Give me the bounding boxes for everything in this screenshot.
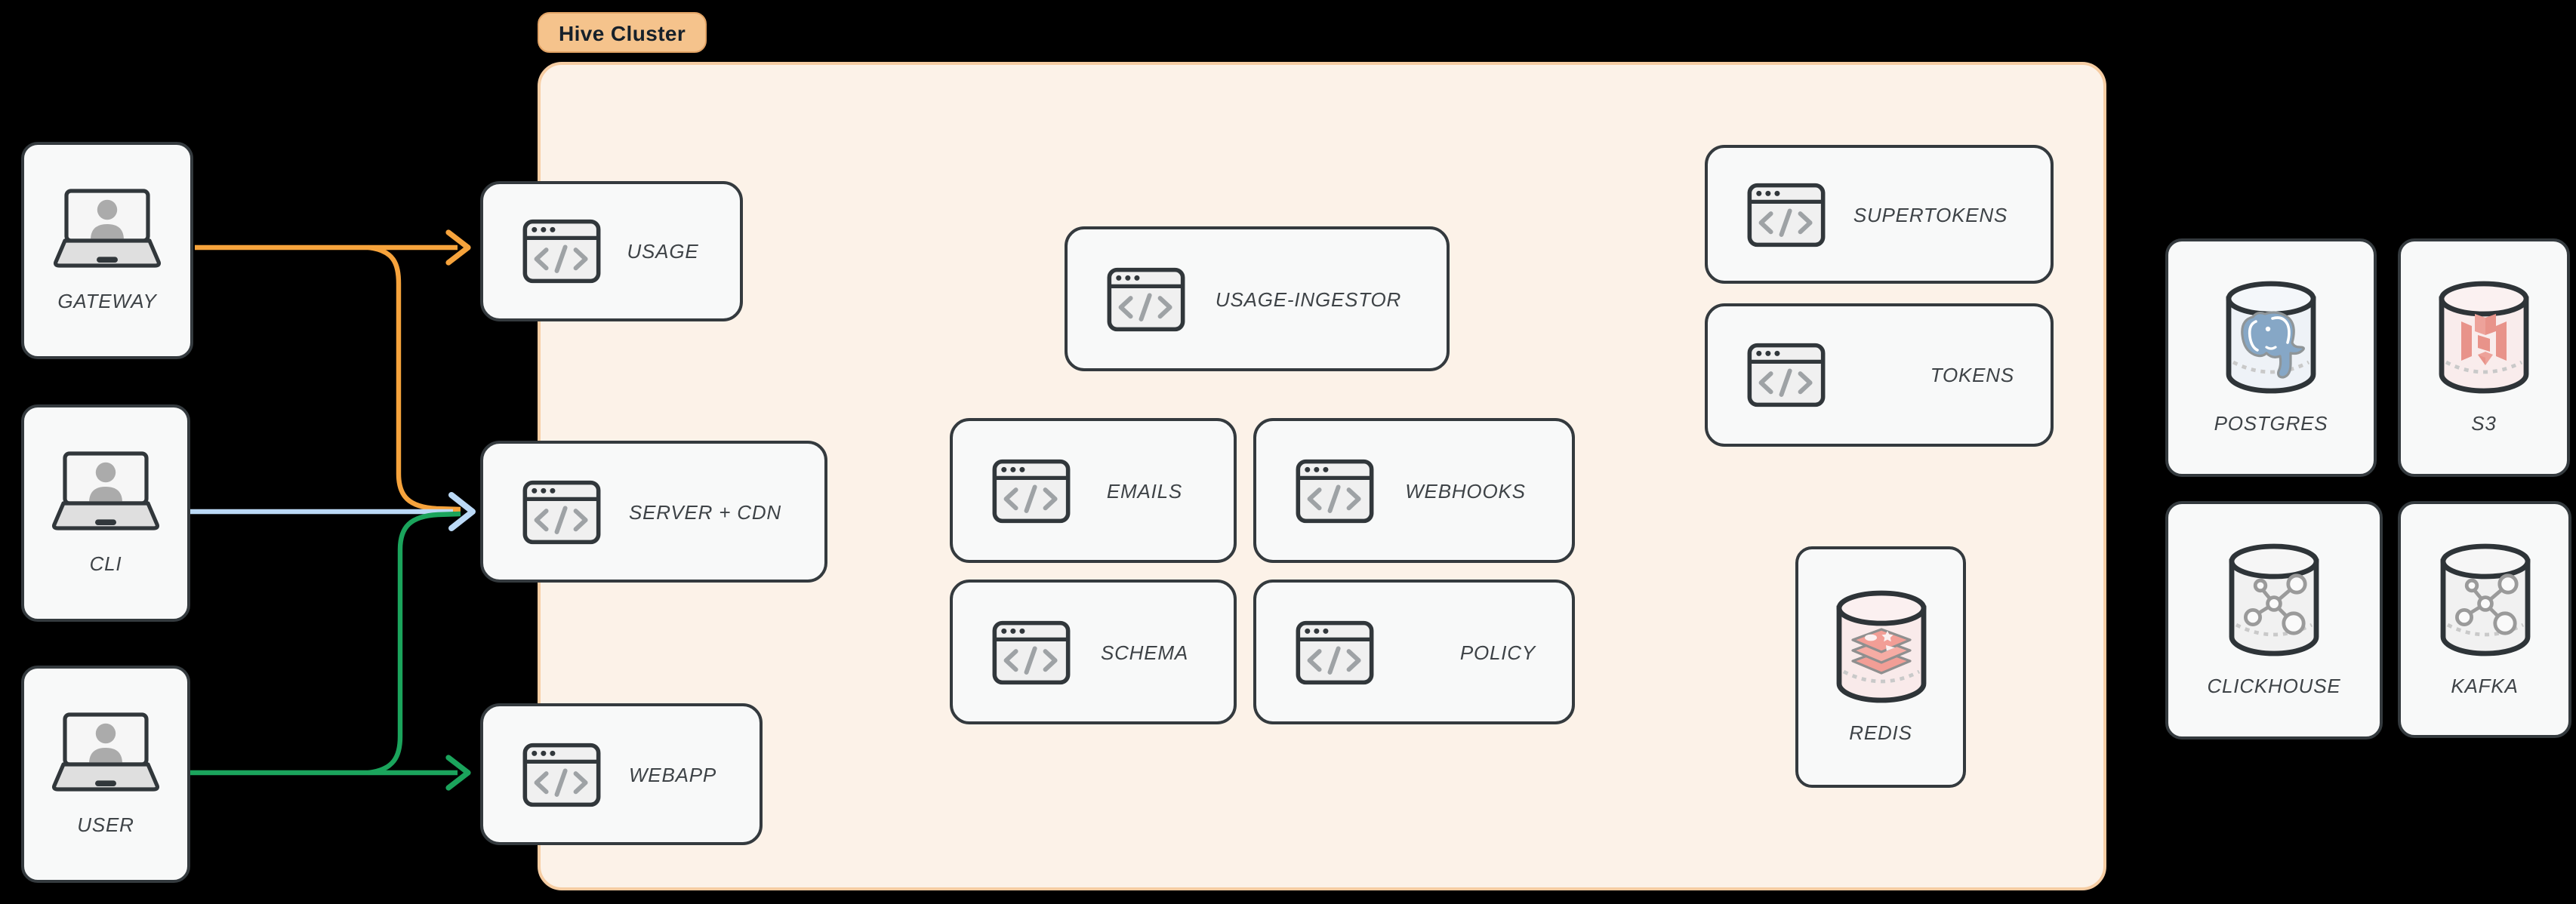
node-policy-label: POLICY — [1459, 641, 1536, 663]
node-usage: USAGE — [480, 181, 743, 321]
hive-cluster-badge: Hive Cluster — [538, 12, 707, 53]
code-window-icon — [1296, 458, 1374, 523]
node-usage-label: USAGE — [627, 240, 699, 263]
node-schema: SCHEMA — [950, 580, 1237, 724]
edge-gateway-to-server — [368, 244, 461, 512]
node-server-cdn-label: SERVER + CDN — [628, 500, 781, 523]
node-redis-label: REDIS — [1849, 721, 1912, 744]
code-window-icon — [1296, 620, 1374, 684]
node-postgres-label: POSTGRES — [2214, 412, 2328, 435]
laptop-user-icon — [48, 451, 163, 533]
node-redis: REDIS — [1795, 546, 1966, 788]
code-window-icon — [522, 219, 601, 284]
node-webapp: WEBAPP — [480, 703, 763, 845]
code-window-icon — [522, 742, 601, 807]
edge-user-to-server — [368, 511, 461, 776]
node-tokens-label: TOKENS — [1930, 364, 2014, 386]
redis-logo-marks — [1864, 631, 1894, 651]
node-policy: POLICY — [1253, 580, 1575, 724]
node-cli: CLI — [21, 404, 190, 622]
edge-arrowhead-usage — [445, 229, 471, 266]
code-window-icon — [992, 458, 1071, 523]
redis-logo — [1850, 628, 1911, 675]
s3-logo — [2461, 314, 2507, 365]
node-usage-ingestor-label: USAGE-INGESTOR — [1215, 287, 1402, 310]
node-supertokens: SUPERTOKENS — [1705, 145, 2054, 284]
node-supertokens-label: SUPERTOKENS — [1853, 203, 2008, 226]
edge-arrowhead-webapp — [445, 755, 471, 791]
node-emails: EMAILS — [950, 418, 1237, 563]
node-server-cdn: SERVER + CDN — [480, 441, 827, 583]
node-webhooks: WEBHOOKS — [1253, 418, 1575, 563]
node-tokens: TOKENS — [1705, 303, 2054, 447]
laptop-user-icon — [48, 712, 163, 794]
node-gateway: GATEWAY — [21, 142, 193, 359]
database-cylinder-icon — [2229, 543, 2319, 656]
code-window-icon — [522, 479, 601, 544]
node-postgres: POSTGRES — [2165, 238, 2377, 477]
node-s3: S3 — [2398, 238, 2570, 477]
database-cylinder-icon — [2439, 281, 2529, 394]
node-kafka: KAFKA — [2398, 501, 2571, 738]
node-gateway-label: GATEWAY — [57, 290, 157, 312]
code-window-icon — [1747, 343, 1826, 407]
laptop-user-icon — [50, 189, 165, 270]
code-window-icon — [1747, 182, 1826, 247]
node-webapp-label: WEBAPP — [628, 763, 717, 786]
molecule-logo — [2454, 573, 2518, 635]
node-webhooks-label: WEBHOOKS — [1405, 479, 1526, 502]
node-usage-ingestor: USAGE-INGESTOR — [1065, 226, 1450, 371]
node-clickhouse: CLICKHOUSE — [2165, 501, 2383, 739]
code-window-icon — [1107, 266, 1185, 331]
node-cli-label: CLI — [89, 552, 122, 575]
database-cylinder-icon — [2226, 281, 2316, 394]
node-clickhouse-label: CLICKHOUSE — [2207, 675, 2341, 697]
node-s3-label: S3 — [2471, 412, 2497, 435]
postgres-logo — [2241, 311, 2305, 379]
edge-arrowhead-server — [448, 492, 476, 531]
node-schema-label: SCHEMA — [1100, 641, 1189, 663]
node-kafka-label: KAFKA — [2451, 674, 2519, 696]
molecule-logo — [2243, 573, 2307, 635]
database-cylinder-icon — [2439, 543, 2530, 656]
node-user-label: USER — [77, 813, 134, 836]
node-user: USER — [21, 666, 190, 883]
database-cylinder-icon — [1835, 590, 1926, 703]
node-emails-label: EMAILS — [1106, 479, 1183, 502]
code-window-icon — [992, 620, 1071, 684]
